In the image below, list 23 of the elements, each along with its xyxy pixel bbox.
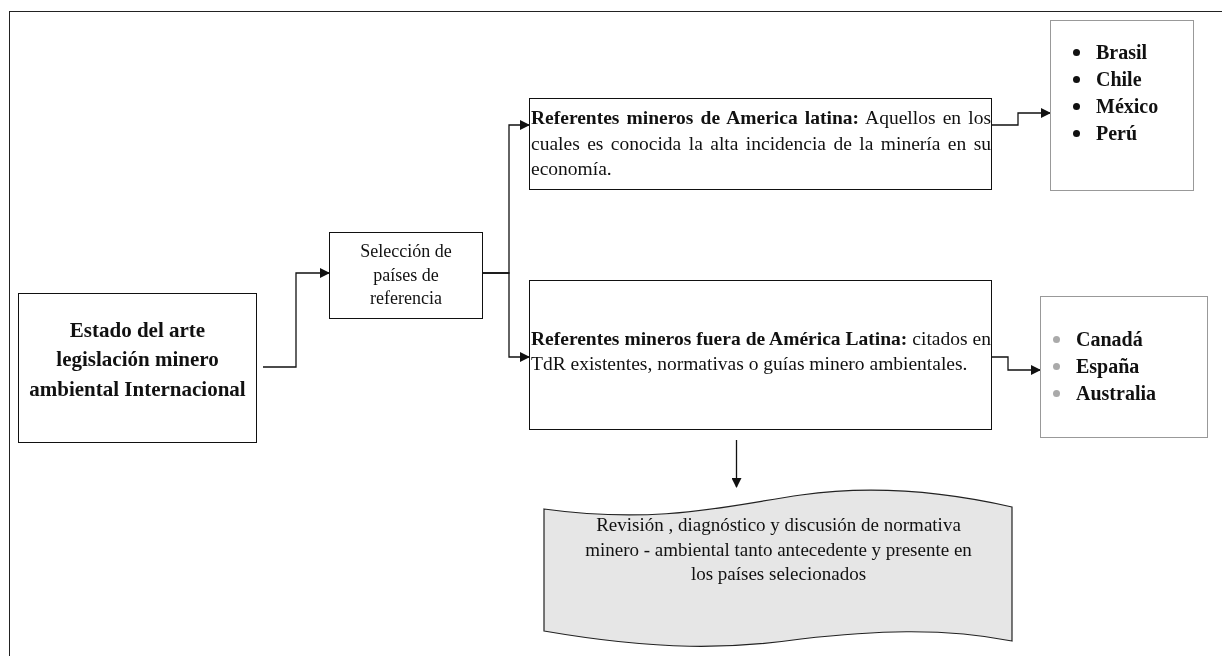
list-item: Canadá — [1076, 326, 1143, 352]
arrow — [991, 108, 1051, 126]
arrow — [731, 439, 742, 488]
list-item: Brasil — [1096, 39, 1148, 65]
list-item: México — [1096, 93, 1159, 119]
node-text: Selección de países de referencia — [359, 240, 453, 311]
node-text: Referentes mineros fuera de América Latina: citados en TdR existentes, normativas o guías minero ambientales. — [531, 326, 991, 376]
arrow — [991, 356, 1041, 375]
process-box — [529, 280, 992, 430]
list-item: Chile — [1096, 66, 1142, 92]
node-text: Revisión , diagnóstico y discusión de normativa minero - ambiental tanto antecedente y presente en los países selecionados — [585, 513, 972, 587]
list-item: Perú — [1096, 120, 1138, 146]
list-item: España — [1076, 353, 1140, 380]
process-box — [18, 293, 257, 443]
node-text: Estado del arte legislación minero ambiental Internacional — [28, 316, 247, 403]
list-item: Australia — [1076, 380, 1156, 406]
node-text: Referentes mineros de America latina: Aquellos en los cuales es conocida la alta incidencia de la minería en su economía. — [531, 106, 991, 182]
process-box — [529, 98, 992, 190]
process-box — [329, 232, 483, 319]
list-box — [1040, 296, 1208, 438]
arrow — [482, 272, 530, 362]
list-box — [1050, 20, 1194, 191]
arrow — [262, 268, 330, 368]
